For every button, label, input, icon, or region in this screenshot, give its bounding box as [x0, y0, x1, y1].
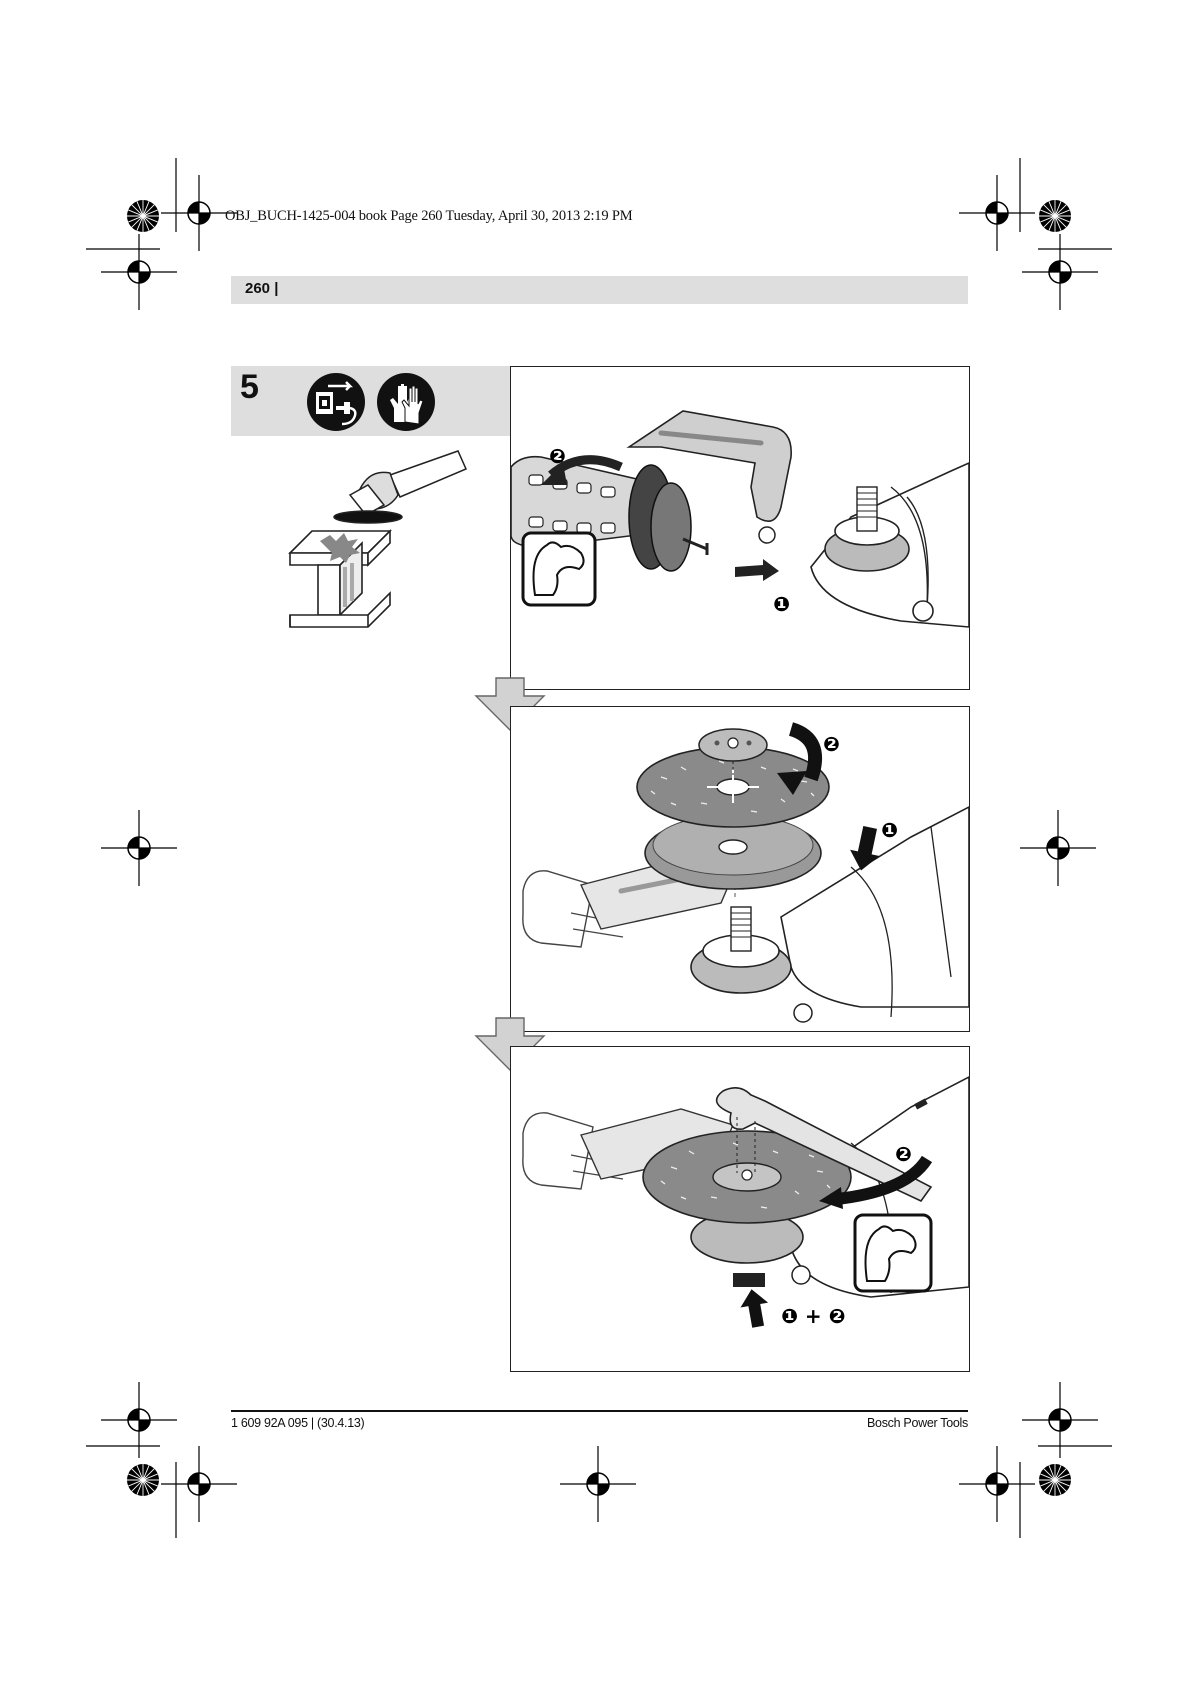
application-illustration: [288, 450, 467, 628]
callout-2: ❷: [823, 732, 840, 756]
instruction-panel-1: ❷ ❶: [510, 366, 970, 690]
unplug-icon: [307, 373, 365, 431]
step-header-bar: [231, 366, 510, 436]
callout-1-plus-2: ❶ + ❷: [781, 1304, 846, 1328]
gloves-icon: [377, 373, 435, 431]
callout-1: ❶: [773, 592, 790, 616]
footer-rule: [231, 1410, 968, 1412]
callout-2: ❷: [549, 444, 566, 468]
publisher-name: Bosch Power Tools: [867, 1416, 968, 1430]
step-number: 5: [240, 368, 259, 406]
two-pin-spanner: [715, 1087, 933, 1203]
auxiliary-handle: [511, 455, 709, 572]
document-number: 1 609 92A 095 | (30.4.13): [231, 1416, 365, 1430]
page-number: 260 |: [245, 280, 279, 297]
grinder-head: [810, 462, 969, 628]
callout-1: ❶: [881, 818, 898, 842]
instruction-panel-3: ❷ ❶ + ❷: [510, 1046, 970, 1372]
instruction-panel-2: ❷ ❶: [510, 706, 970, 1032]
callout-2: ❷: [895, 1142, 912, 1166]
print-slug: OBJ_BUCH-1425-004 book Page 260 Tuesday,…: [225, 208, 633, 224]
page-header-bar: [231, 276, 968, 304]
